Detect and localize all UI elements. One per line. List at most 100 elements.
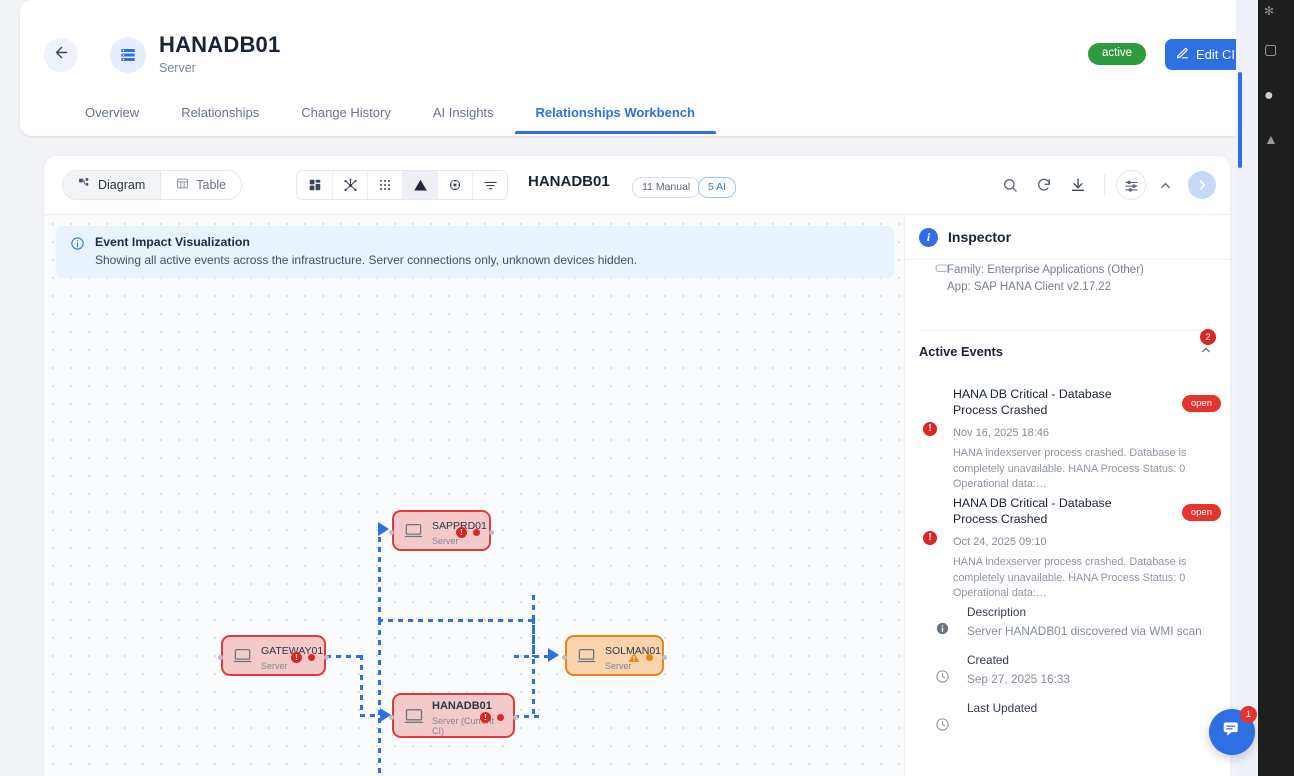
view-mode-diagram-label: Diagram (98, 178, 146, 192)
node-text: SOLMAN01 Server (605, 641, 661, 671)
clock-icon (935, 717, 950, 737)
event-description: HANA indexserver process crashed. Databa… (953, 446, 1187, 491)
node-subtitle: Server (432, 535, 459, 546)
tab-label: Overview (85, 104, 140, 120)
meta-value: Server HANADB01 discovered via WMI scan (967, 624, 1202, 638)
critical-exclamation-icon: ! (291, 652, 302, 663)
tab-label: Relationships (181, 104, 260, 120)
tab-ai-insights[interactable]: AI Insights (412, 90, 515, 134)
active-event-row[interactable]: ! HANA DB Critical - Database Process Cr… (919, 495, 1221, 602)
triangle-icon[interactable]: ▲ (1264, 131, 1278, 147)
edge-hanadb-sapprd-h (378, 619, 534, 622)
chevron-right-icon[interactable] (1188, 171, 1216, 199)
node-port-left (218, 655, 223, 660)
browser-side-panel-accent (1238, 72, 1242, 168)
edit-ci-label: Edit CI (1196, 47, 1236, 62)
tab-relationships-workbench[interactable]: Relationships Workbench (514, 90, 717, 134)
chevron-up-icon[interactable] (1199, 343, 1213, 362)
graph-node-solman01[interactable]: SOLMAN01 Server (562, 635, 667, 676)
hub-globe-icon-button[interactable] (437, 171, 472, 199)
puzzle-icon[interactable]: ✻ (1264, 4, 1275, 18)
refresh-icon[interactable] (1029, 170, 1059, 200)
search-icon[interactable] (995, 170, 1025, 200)
active-events-count-badge: 2 (1200, 329, 1216, 345)
meta-row-description: Description Server HANADB01 discovered v… (919, 605, 1219, 638)
graph-node-gateway01[interactable]: GATEWAY01 Server ! (218, 635, 329, 676)
ai-relations-badge: 5 AI (698, 177, 737, 199)
edit-ci-button[interactable]: Edit CI (1165, 39, 1250, 70)
page-subtitle: Server (159, 61, 196, 75)
edge-gateway-hanadb-v (360, 655, 363, 716)
node-port-left (389, 715, 394, 720)
laptop-icon (404, 708, 424, 724)
event-description: HANA indexserver process crashed. Databa… (953, 555, 1187, 600)
banner-title: Event Impact Visualization (95, 235, 250, 249)
warning-triangle-icon-button[interactable] (402, 171, 437, 199)
inspector-attribute-family: Family: Enterprise Applications (Other) (947, 264, 1144, 276)
node-port-left (562, 655, 567, 660)
ci-header-card: HANADB01 Server active Edit CI Overview … (20, 0, 1258, 136)
info-circle-icon: i (919, 227, 938, 247)
node-subtitle: Server (Current CI) (432, 715, 495, 736)
toolbar-right-tools (995, 168, 1216, 202)
filter-icon-button[interactable] (472, 171, 507, 199)
node-severity-indicators: ! (456, 527, 480, 538)
active-event-row[interactable]: ! HANA DB Critical - Database Process Cr… (919, 386, 1221, 493)
meta-label: Last Updated (967, 701, 1038, 715)
edge-hanadb-right (514, 715, 544, 718)
graph-node-hanadb01[interactable]: HANADB01 Server (Current CI) ! (389, 693, 518, 738)
inspector-panel[interactable]: i Inspector Family: Enterprise Applicati… (904, 215, 1230, 776)
circle-icon[interactable]: ● (1264, 87, 1274, 104)
node-severity-indicators: ! (480, 712, 504, 723)
node-text: SAPPRD01 Server (432, 516, 487, 546)
graph-node-sapprd01[interactable]: SAPPRD01 Server ! (389, 510, 494, 551)
view-mode-switch: Diagram Table (62, 170, 243, 200)
star-network-icon-button[interactable] (332, 171, 367, 199)
download-icon[interactable] (1063, 170, 1093, 200)
banner-text: Showing all active events across the inf… (95, 253, 638, 267)
tab-label: AI Insights (432, 104, 494, 120)
event-timestamp: Nov 16, 2025 18:46 (953, 426, 1050, 439)
node-port-right (489, 530, 494, 535)
edge-arrow-solman (548, 648, 559, 662)
dashboard-layout-icon-button[interactable] (297, 171, 332, 199)
back-button[interactable] (44, 38, 78, 72)
critical-exclamation-icon: ! (456, 527, 467, 538)
arrow-left-icon (53, 44, 70, 66)
active-events-header[interactable]: Active Events 2 (919, 329, 1216, 365)
node-port-left (389, 530, 394, 535)
sliders-icon[interactable] (1116, 170, 1146, 200)
tab-relationships[interactable]: Relationships (160, 90, 280, 134)
chevron-up-icon[interactable] (1150, 170, 1180, 200)
diagram-canvas[interactable]: Event Impact Visualization Showing all a… (44, 215, 904, 776)
edge-solman-v (532, 595, 535, 657)
grid-layout-icon-button[interactable] (367, 171, 402, 199)
view-mode-table[interactable]: Table (160, 171, 241, 199)
event-title: HANA DB Critical - Database Process Cras… (953, 496, 1112, 527)
workbench-toolbar: Diagram Table (44, 156, 1230, 215)
relationships-workbench: Diagram Table (44, 156, 1230, 776)
node-port-right (513, 715, 518, 720)
node-severity-indicators: ! (291, 652, 315, 663)
clock-icon (935, 669, 950, 689)
tab-overview[interactable]: Overview (64, 90, 160, 134)
application-icon (935, 262, 949, 276)
chat-support-button[interactable]: 1 (1209, 706, 1257, 755)
view-mode-table-label: Table (196, 178, 227, 192)
view-mode-diagram[interactable]: Diagram (63, 171, 161, 199)
severity-dot-orange (646, 654, 653, 661)
laptop-icon (577, 648, 596, 664)
meta-value: Sep 27, 2025 16:33 (967, 672, 1070, 686)
graph-title: HANADB01 (528, 173, 610, 190)
tab-label: Relationships Workbench (535, 104, 695, 120)
warning-triangle-icon (628, 652, 640, 663)
inspector-attributes: Family: Enterprise Applications (Other) … (919, 262, 1220, 295)
inspector-divider (919, 330, 1216, 331)
edge-hanadb-sapprd-v1 (378, 620, 381, 718)
pencil-icon (1176, 47, 1189, 63)
book-icon[interactable]: ▢ (1264, 41, 1278, 57)
tab-change-history[interactable]: Change History (280, 90, 412, 134)
layout-button-group (296, 170, 508, 200)
server-list-icon (110, 37, 146, 73)
node-severity-indicators (628, 652, 653, 663)
